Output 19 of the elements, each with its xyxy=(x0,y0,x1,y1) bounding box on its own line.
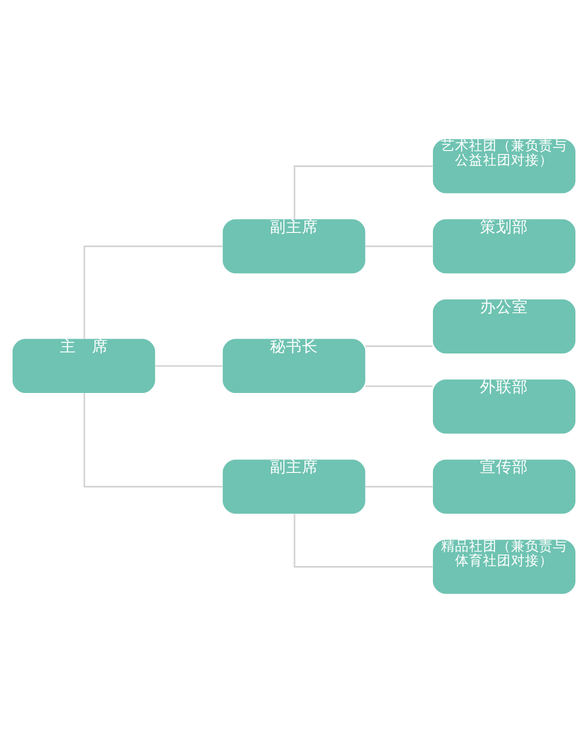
node-box: 外联部 xyxy=(432,380,576,434)
node-box: 秘书长 xyxy=(222,338,366,394)
connector xyxy=(294,514,433,568)
connector xyxy=(365,345,433,347)
node-box: 副主席 xyxy=(222,219,366,274)
connector xyxy=(155,365,222,367)
connector xyxy=(365,486,433,488)
connector xyxy=(365,246,433,248)
connector xyxy=(84,393,222,488)
connector xyxy=(365,386,433,388)
node-box: 艺术社团（兼负责与公益社团对接） xyxy=(432,139,576,194)
node-box: 精品社团（兼负责与体育社团对接） xyxy=(432,540,576,594)
node-box: 主 席 xyxy=(12,338,156,394)
node-box: 副主席 xyxy=(222,460,366,514)
node-box: 宣传部 xyxy=(432,460,576,514)
node-box: 办公室 xyxy=(432,299,576,354)
connector xyxy=(294,165,433,220)
node-box: 策划部 xyxy=(432,219,576,274)
connector xyxy=(84,246,222,339)
